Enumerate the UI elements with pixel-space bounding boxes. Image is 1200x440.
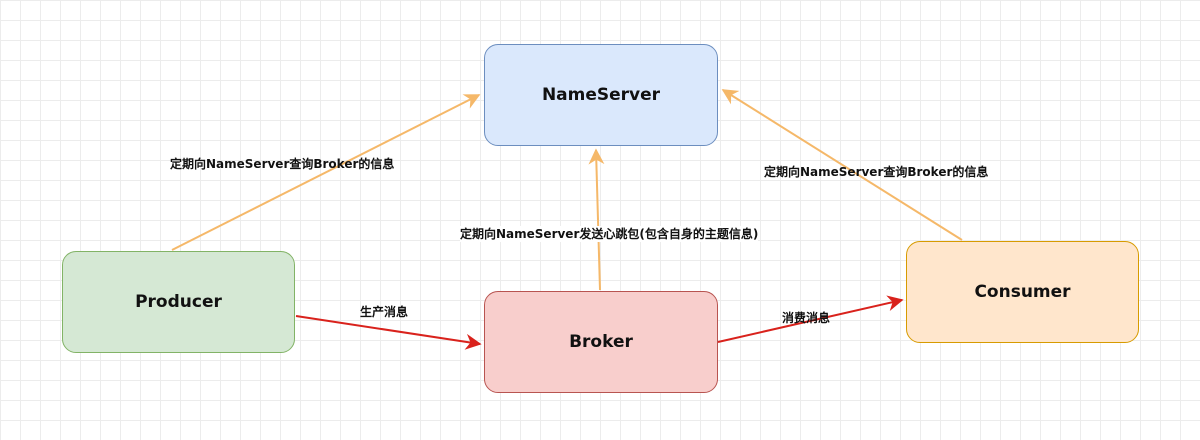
consumer-node[interactable]: Consumer <box>906 241 1139 343</box>
nameserver-node[interactable]: NameServer <box>484 44 718 146</box>
arrow-producer-to-nameserver <box>171 94 481 251</box>
arrow-consumer-to-nameserver <box>721 89 963 241</box>
arrow-broker-to-nameserver <box>588 148 605 291</box>
arrow-producer-to-broker <box>295 315 482 350</box>
producer-label: Producer <box>135 292 222 312</box>
broker-node[interactable]: Broker <box>484 291 718 393</box>
consume-message-label: 消费消息 <box>782 311 831 325</box>
consumer-query-label: 定期向NameServer查询Broker的信息 <box>764 165 989 179</box>
producer-node[interactable]: Producer <box>62 251 295 353</box>
producer-query-label: 定期向NameServer查询Broker的信息 <box>170 157 395 171</box>
produce-message-label: 生产消息 <box>360 305 409 319</box>
nameserver-label: NameServer <box>541 85 661 105</box>
consumer-label: Consumer <box>974 282 1071 302</box>
broker-label: Broker <box>569 332 633 352</box>
broker-heartbeat-label: 定期向NameServer发送心跳包(包含自身的主题信息) <box>460 226 759 242</box>
arrow-broker-to-consumer <box>717 295 904 343</box>
